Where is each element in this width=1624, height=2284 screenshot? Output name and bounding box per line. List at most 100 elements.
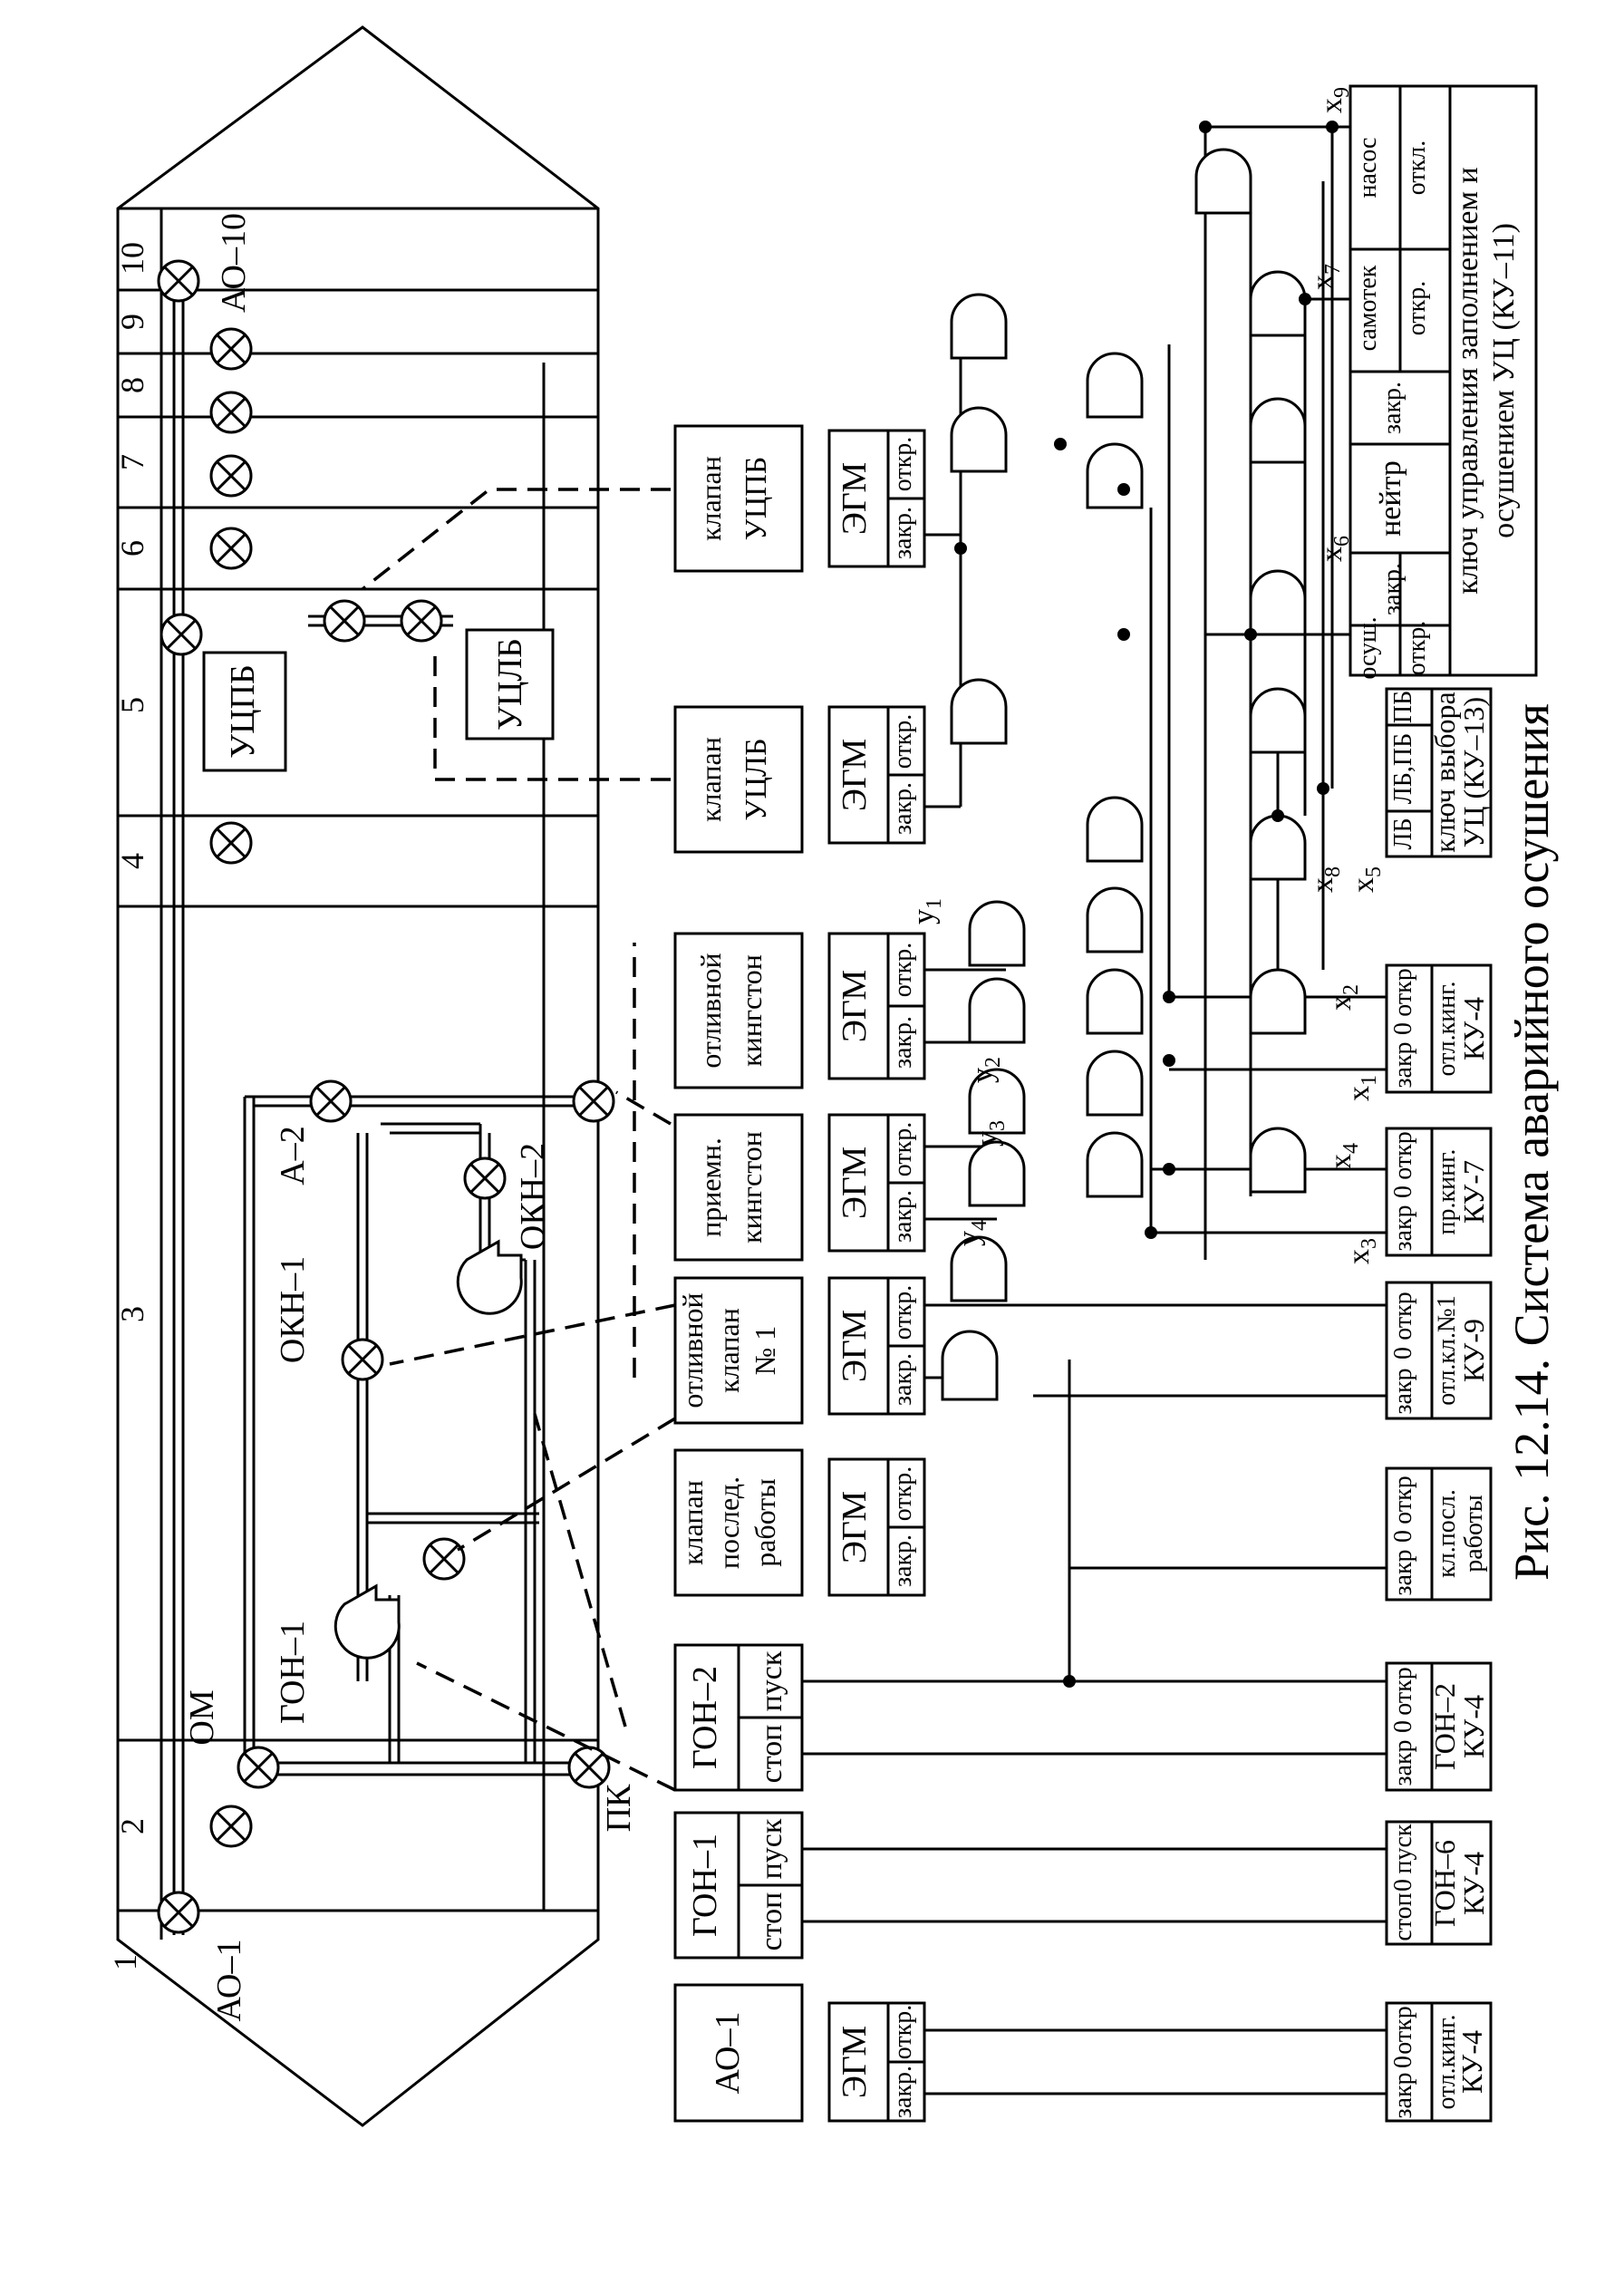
key-gon2-open: откр bbox=[1389, 1667, 1417, 1715]
valve-seq-symbol bbox=[422, 1537, 466, 1581]
control-units: АО–1 ЭГМ закр. откр. ГОН–1 стоп пуск ГОН… bbox=[673, 424, 926, 2123]
valve-ao8-symbol bbox=[209, 391, 253, 434]
signal-y1: у1 bbox=[907, 898, 946, 924]
key-ok-close: закр bbox=[1389, 1041, 1417, 1088]
gate-y2 bbox=[968, 977, 1026, 1044]
compartment-8: 8 bbox=[114, 377, 150, 393]
gate-13 bbox=[1249, 687, 1307, 754]
key-ok-name: отл.кинг. bbox=[1433, 981, 1461, 1076]
key-ao1-zero: 0 bbox=[1389, 2056, 1417, 2068]
compartment-1: 1 bbox=[107, 1954, 143, 1970]
key-okl-name: отл.кл.№1 bbox=[1433, 1295, 1461, 1405]
unit-ao1-egm: ЭГМ bbox=[836, 2026, 874, 2098]
unit-ao1-open: откр. bbox=[889, 2005, 917, 2059]
valve-okn1-symbol bbox=[341, 1338, 384, 1381]
valve-ao9-symbol bbox=[209, 327, 253, 371]
key-pk-open: откр bbox=[1389, 1131, 1417, 1179]
junction-dots bbox=[954, 121, 1339, 1688]
unit-ucpb-egm: ЭГМ bbox=[836, 462, 874, 535]
fill-key-neutral: нейтр bbox=[1374, 460, 1407, 537]
key-gon1-zero: 0 bbox=[1389, 1879, 1417, 1892]
signal-x7: х7 bbox=[1306, 264, 1345, 290]
key-ao1-name: отл.кинг. bbox=[1433, 2014, 1461, 2109]
unit-pk-title-1: приемн. bbox=[694, 1137, 727, 1237]
unit-uclb-close: закр. bbox=[889, 782, 917, 835]
signal-x9: х9 bbox=[1315, 87, 1354, 113]
valve-pk-symbol bbox=[567, 1746, 611, 1789]
key-gon1-stop: стоп bbox=[1389, 1892, 1417, 1940]
valve-ao4-symbol bbox=[209, 821, 253, 865]
unit-okl-close: закр. bbox=[889, 1353, 917, 1406]
key-switches: закр 0 откр отл.кинг. КУ-4 стоп 0 пуск Г… bbox=[1348, 84, 1538, 2123]
gate-17 bbox=[1194, 148, 1252, 215]
key-okl-zero: 0 bbox=[1389, 1347, 1417, 1360]
gate-ucpb-2 bbox=[950, 293, 1008, 360]
label-ao10: АО–10 bbox=[215, 213, 253, 313]
unit-gon1-stop: стоп bbox=[755, 1892, 788, 1951]
valve-uclb-symbol bbox=[400, 599, 443, 643]
logic-gates bbox=[941, 148, 1307, 1401]
valve-ao7-symbol bbox=[209, 454, 253, 498]
key-seq-id: работы bbox=[1460, 1495, 1488, 1573]
valve-a2-symbol bbox=[309, 1079, 353, 1123]
ship-hull bbox=[116, 25, 600, 2127]
fill-key-name-1: ключ управления заполнением и bbox=[1451, 167, 1484, 594]
unit-okl-egm: ЭГМ bbox=[836, 1310, 874, 1382]
key-seq-close: закр bbox=[1389, 1549, 1417, 1595]
label-ao1: АО–1 bbox=[210, 1940, 248, 2022]
fill-key-pump: насос bbox=[1354, 138, 1382, 198]
gate-2 bbox=[941, 1330, 999, 1401]
pump-gon1-symbol bbox=[334, 1583, 401, 1660]
unit-seq-open: откр. bbox=[889, 1466, 917, 1521]
unit-seq-title-2: послед. bbox=[712, 1476, 745, 1569]
unit-seq-egm: ЭГМ bbox=[836, 1491, 874, 1563]
unit-ao1-title: АО–1 bbox=[709, 2012, 747, 2095]
compartment-9: 9 bbox=[114, 314, 150, 330]
selector-name: ключ выбора bbox=[1428, 692, 1461, 852]
key-okl-close: закр bbox=[1389, 1368, 1417, 1414]
signal-y2: у2 bbox=[966, 1057, 1005, 1083]
fill-key-close-1: закр. bbox=[1378, 563, 1406, 615]
unit-ok-title-2: кингстон bbox=[735, 954, 768, 1067]
unit-ok-open: откр. bbox=[889, 943, 917, 997]
key-okl-open: откр bbox=[1389, 1292, 1417, 1340]
unit-pk-close: закр. bbox=[889, 1190, 917, 1243]
gate-ucpb-1 bbox=[950, 406, 1008, 473]
unit-okl-title-2: клапан bbox=[712, 1308, 745, 1393]
unit-gon2-stop: стоп bbox=[755, 1725, 788, 1784]
pumps bbox=[334, 1239, 523, 1660]
gate-1 bbox=[950, 1235, 1008, 1302]
unit-uclb-egm: ЭГМ bbox=[836, 739, 874, 811]
gate-15 bbox=[1249, 397, 1307, 464]
key-gon2-id: КУ-4 bbox=[1457, 1695, 1490, 1758]
valve-okn-outlet-symbol bbox=[572, 1079, 615, 1123]
label-ucpb-hull: УЦЛБ bbox=[491, 638, 529, 731]
key-pk-close: закр bbox=[1389, 1205, 1417, 1251]
signal-x4: х4 bbox=[1324, 1143, 1363, 1169]
valve-ao1-symbol bbox=[157, 1891, 200, 1934]
fill-key-drain: осуш. bbox=[1354, 616, 1382, 679]
valve-ao10-symbol bbox=[157, 259, 200, 303]
unit-okl-title-3: № 1 bbox=[749, 1326, 781, 1376]
key-gon1-name: ГОН–6 bbox=[1428, 1840, 1461, 1927]
control-links bbox=[361, 488, 676, 1792]
uclb-box-hull bbox=[202, 651, 287, 772]
unit-uclb-title-2: УЦЛБ bbox=[740, 738, 773, 820]
key-seq-open: откр bbox=[1389, 1476, 1417, 1524]
compartment-3: 3 bbox=[114, 1306, 150, 1322]
selector-cell-lb: ЛБ bbox=[1389, 818, 1417, 849]
gate-10 bbox=[1249, 1127, 1307, 1194]
key-okl-id: КУ-9 bbox=[1457, 1319, 1490, 1382]
fill-key-gravity-open: откр. bbox=[1403, 281, 1431, 335]
unit-gon1-title: ГОН–1 bbox=[686, 1834, 724, 1937]
unit-gon2-title: ГОН–2 bbox=[686, 1666, 724, 1769]
key-ao1-close: закр bbox=[1389, 2072, 1417, 2118]
unit-ok-title-1: отливной bbox=[694, 953, 727, 1068]
fill-key-drain-off: откр. bbox=[1403, 621, 1431, 675]
gate-4 bbox=[1086, 1050, 1144, 1117]
key-pk-zero: 0 bbox=[1389, 1186, 1417, 1198]
pump-gon2-symbol bbox=[456, 1239, 523, 1315]
compartment-2: 2 bbox=[114, 1818, 150, 1834]
unit-pk-egm: ЭГМ bbox=[836, 1147, 874, 1219]
